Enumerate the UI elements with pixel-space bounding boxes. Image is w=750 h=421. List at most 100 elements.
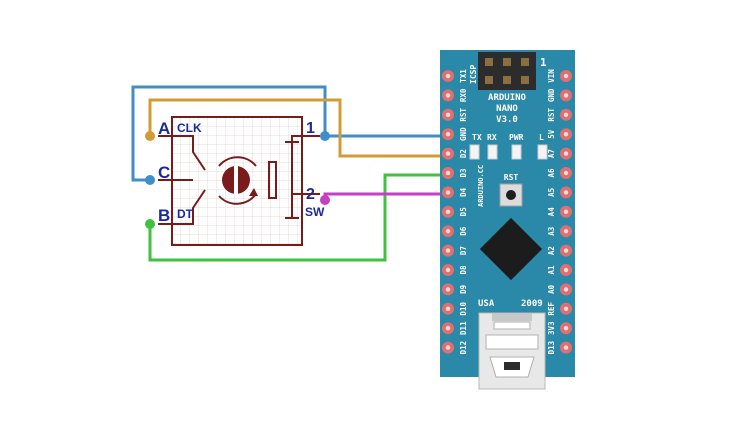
left-pin-hole	[445, 326, 451, 331]
left-pin-hole	[445, 73, 451, 79]
microcontroller-chip	[479, 217, 543, 281]
right-pin-hole	[563, 112, 569, 118]
switch-pin-1-label: 1	[306, 120, 315, 137]
wire-end-a	[145, 131, 155, 141]
wire-end-c	[145, 175, 155, 185]
encoder-clk-label: CLK	[177, 121, 202, 135]
right-pin-label: 5V	[547, 129, 556, 139]
left-pin-label: D5	[459, 207, 468, 216]
encoder-dt-label: DT	[177, 207, 194, 221]
arduino-nano-board: ICSP 1 TX1RX0RSTGNDD2D3D4D5D6D7D8D9D10D1…	[440, 50, 575, 390]
left-pin-label: RX0	[459, 88, 468, 102]
left-pin-label: TX1	[459, 69, 468, 83]
right-pin-label: A3	[547, 226, 556, 236]
encoder-clk-line	[158, 135, 206, 171]
push-switch-icon	[268, 161, 277, 199]
encoder-sw-label: SW	[305, 205, 325, 219]
brand-label: ARDUINO.CC	[477, 165, 485, 207]
led-pwr-label: PWR	[509, 133, 524, 142]
right-pin-hole	[563, 267, 569, 273]
icsp-pin-one-label: 1	[540, 56, 547, 69]
led-l	[537, 144, 548, 160]
wire-c-to-gnd	[131, 85, 451, 182]
right-pin-label: D13	[547, 340, 556, 354]
left-pin-hole	[445, 170, 451, 176]
reset-label: RST	[504, 173, 519, 182]
rotation-arrow-icon	[218, 193, 257, 205]
left-pin-hole	[445, 151, 451, 156]
left-pin-hole	[445, 287, 451, 292]
reset-button-cap	[506, 190, 516, 200]
right-pin-hole	[563, 190, 569, 195]
led-rx-label: RX	[487, 133, 497, 142]
encoder-dt-line	[158, 189, 206, 225]
wire-end-pin1	[320, 131, 330, 141]
right-pin-label: A6	[547, 168, 556, 178]
left-pin-hole	[445, 345, 451, 350]
board-title-line3: V3.0	[496, 115, 518, 125]
left-pin-label: D12	[459, 341, 468, 355]
right-pin-label: 3V3	[547, 321, 556, 335]
wire-sw-to-d4	[323, 192, 451, 200]
right-pin-hole	[563, 132, 569, 137]
led-tx-label: TX	[472, 133, 482, 142]
icsp-label: ICSP	[469, 65, 478, 84]
board-title-line2: NANO	[496, 104, 518, 114]
left-pin-label: D4	[459, 187, 468, 197]
left-pin-hole	[445, 132, 451, 137]
wire-a-to-d2	[148, 98, 451, 158]
led-tx	[469, 144, 480, 160]
right-pin-label: A0	[547, 284, 556, 294]
right-pin-hole	[563, 170, 569, 176]
right-pin-hole	[563, 345, 569, 350]
led-l-label: L	[539, 133, 544, 142]
right-pin-hole	[563, 248, 569, 253]
right-pin-label: VIN	[547, 69, 556, 83]
right-pin-label: GND	[547, 88, 556, 102]
right-pin-hole	[563, 229, 569, 234]
rotary-encoder: A C B CLK DT SW 1 2	[158, 116, 325, 246]
right-pin-label: A7	[547, 149, 556, 158]
left-pin-label: D11	[459, 321, 468, 335]
encoder-pin-c-label: C	[158, 163, 170, 182]
left-pin-hole	[445, 209, 451, 214]
led-pwr	[511, 144, 522, 160]
right-pin-label: RST	[547, 108, 556, 122]
left-pin-label: D9	[459, 284, 468, 294]
left-pin-hole	[445, 93, 451, 98]
right-pin-hole	[563, 151, 569, 156]
usb-connector	[478, 312, 546, 390]
encoder-pin-a-label: A	[158, 119, 170, 138]
left-pin-label: D6	[459, 226, 468, 236]
left-pin-hole	[445, 190, 451, 195]
left-pin-hole	[445, 112, 451, 118]
wire-b-to-d3	[148, 173, 451, 262]
left-pin-hole	[445, 267, 451, 273]
left-pin-hole	[445, 248, 451, 253]
left-pin-label: D8	[459, 265, 468, 275]
left-pin-label: D3	[459, 168, 468, 178]
left-pin-label: RST	[459, 108, 468, 122]
country-label: USA	[478, 299, 495, 309]
board-title-line1: ARDUINO	[488, 93, 527, 103]
left-pin-label: GND	[459, 127, 468, 141]
right-pin-hole	[563, 73, 569, 79]
left-pin-hole	[445, 306, 451, 311]
icsp-pins	[485, 58, 529, 84]
switch-pin-2-label: 2	[306, 186, 315, 203]
led-rx	[487, 144, 498, 160]
wire-end-sw	[320, 195, 330, 205]
left-pin-hole	[445, 229, 451, 234]
right-pin-hole	[563, 209, 569, 214]
right-pin-label: REF	[547, 302, 556, 316]
left-pin-label: D10	[459, 302, 468, 316]
switch-contacts	[285, 135, 320, 219]
right-pin-hole	[563, 287, 569, 292]
year-label: 2009	[521, 299, 543, 309]
right-pin-hole	[563, 93, 569, 98]
right-pin-hole	[563, 326, 569, 331]
rotation-arrow-top-icon	[218, 156, 257, 167]
